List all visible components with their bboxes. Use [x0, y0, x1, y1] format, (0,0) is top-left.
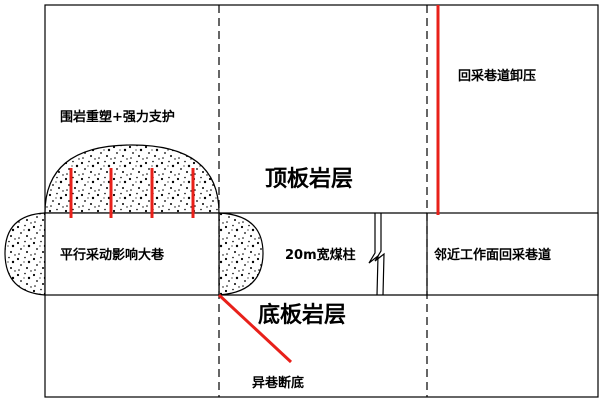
roof-strata-label: 顶板岩层 — [265, 167, 353, 192]
right-rib-rock-zone — [218, 212, 264, 296]
floor-strata-label: 底板岩层 — [258, 302, 346, 328]
coal-pillar-label: 20m宽煤柱 — [285, 247, 356, 263]
coal-pillar-break-symbol-2 — [374, 213, 385, 296]
adjacent-roadway-label: 邻近工作面回采巷道 — [433, 247, 551, 263]
floor-heave-label: 异巷断底 — [252, 375, 304, 391]
large-roadway-box — [44, 212, 220, 296]
retreat-unloading-label: 回采巷道卸压 — [458, 68, 536, 84]
outer-frame — [44, 4, 599, 398]
surrounding-rock-support-label: 围岩重塑+强力支护 — [60, 109, 175, 125]
left-rib-rock-zone — [4, 212, 46, 296]
coal-pillar-break-symbol — [368, 213, 379, 296]
large-roadway-label: 平行采动影响大巷 — [60, 247, 165, 263]
roof-arch-rock-zone — [44, 144, 220, 214]
floor-break-red-line — [217, 293, 293, 364]
adjacent-roadway-box — [426, 212, 599, 296]
